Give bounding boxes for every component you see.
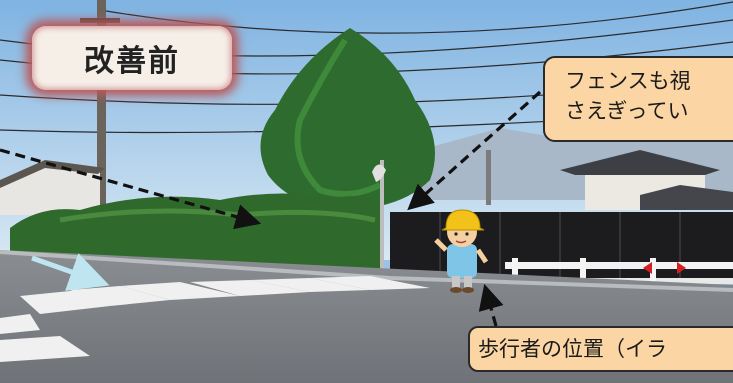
dashed-arrow-icon [0,90,542,327]
house-left [0,165,100,215]
child-pedestrian-icon [434,209,489,293]
house-right [560,150,720,175]
utility-pole [97,0,106,255]
before-improvement-text: 改善前 [84,44,180,79]
sign-pole [380,160,384,282]
fence-visibility-callout: フェンスも視 さえぎってい [543,56,733,142]
callout-bottom-text: 歩行者の位置（イラ [478,337,667,361]
callout-top-line1: フェンスも視 [565,69,691,93]
pedestrian-position-callout: 歩行者の位置（イラ [468,326,733,372]
before-improvement-label: 改善前 [32,26,232,90]
crosswalk [0,276,430,362]
direction-arrow-icon [31,253,110,291]
callout-top-line2: さえぎってい [565,99,689,123]
